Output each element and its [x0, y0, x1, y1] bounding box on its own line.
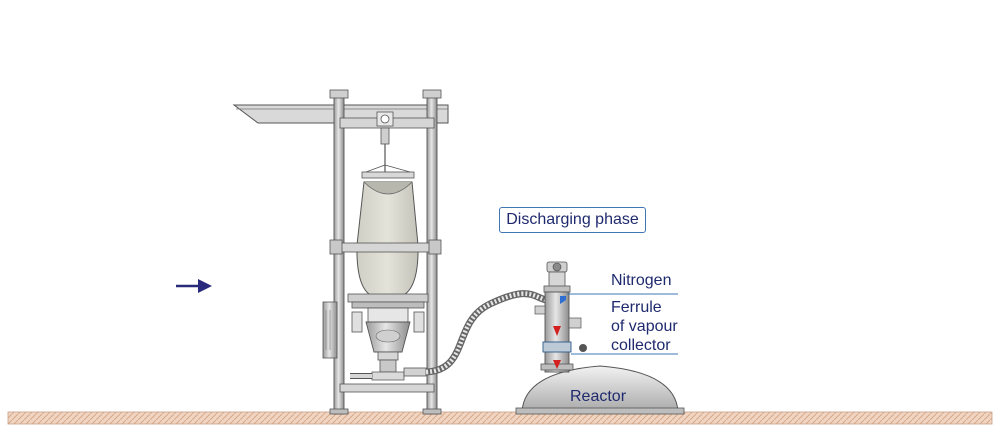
ferrule-label-line3: collector — [611, 337, 671, 354]
flexible-hose — [425, 290, 548, 376]
reactor — [515, 365, 685, 415]
phase-label: Discharging phase — [499, 207, 646, 233]
ferrule-label-line2: of vapour — [611, 318, 678, 335]
flow-down-arrow-icon — [553, 326, 561, 336]
ferrule-label-line1: Ferrule — [611, 299, 662, 316]
nitrogen-label: Nitrogen — [611, 272, 671, 289]
nitrogen-arrow-icon — [560, 296, 566, 304]
discharge-station — [232, 89, 449, 415]
vapour-collector — [534, 261, 587, 373]
floor — [7, 411, 993, 425]
arrow-right-icon — [176, 279, 212, 293]
leader-lines — [567, 293, 678, 355]
reactor-label: Reactor — [570, 388, 627, 405]
flow-down-arrow-icon — [553, 360, 561, 369]
